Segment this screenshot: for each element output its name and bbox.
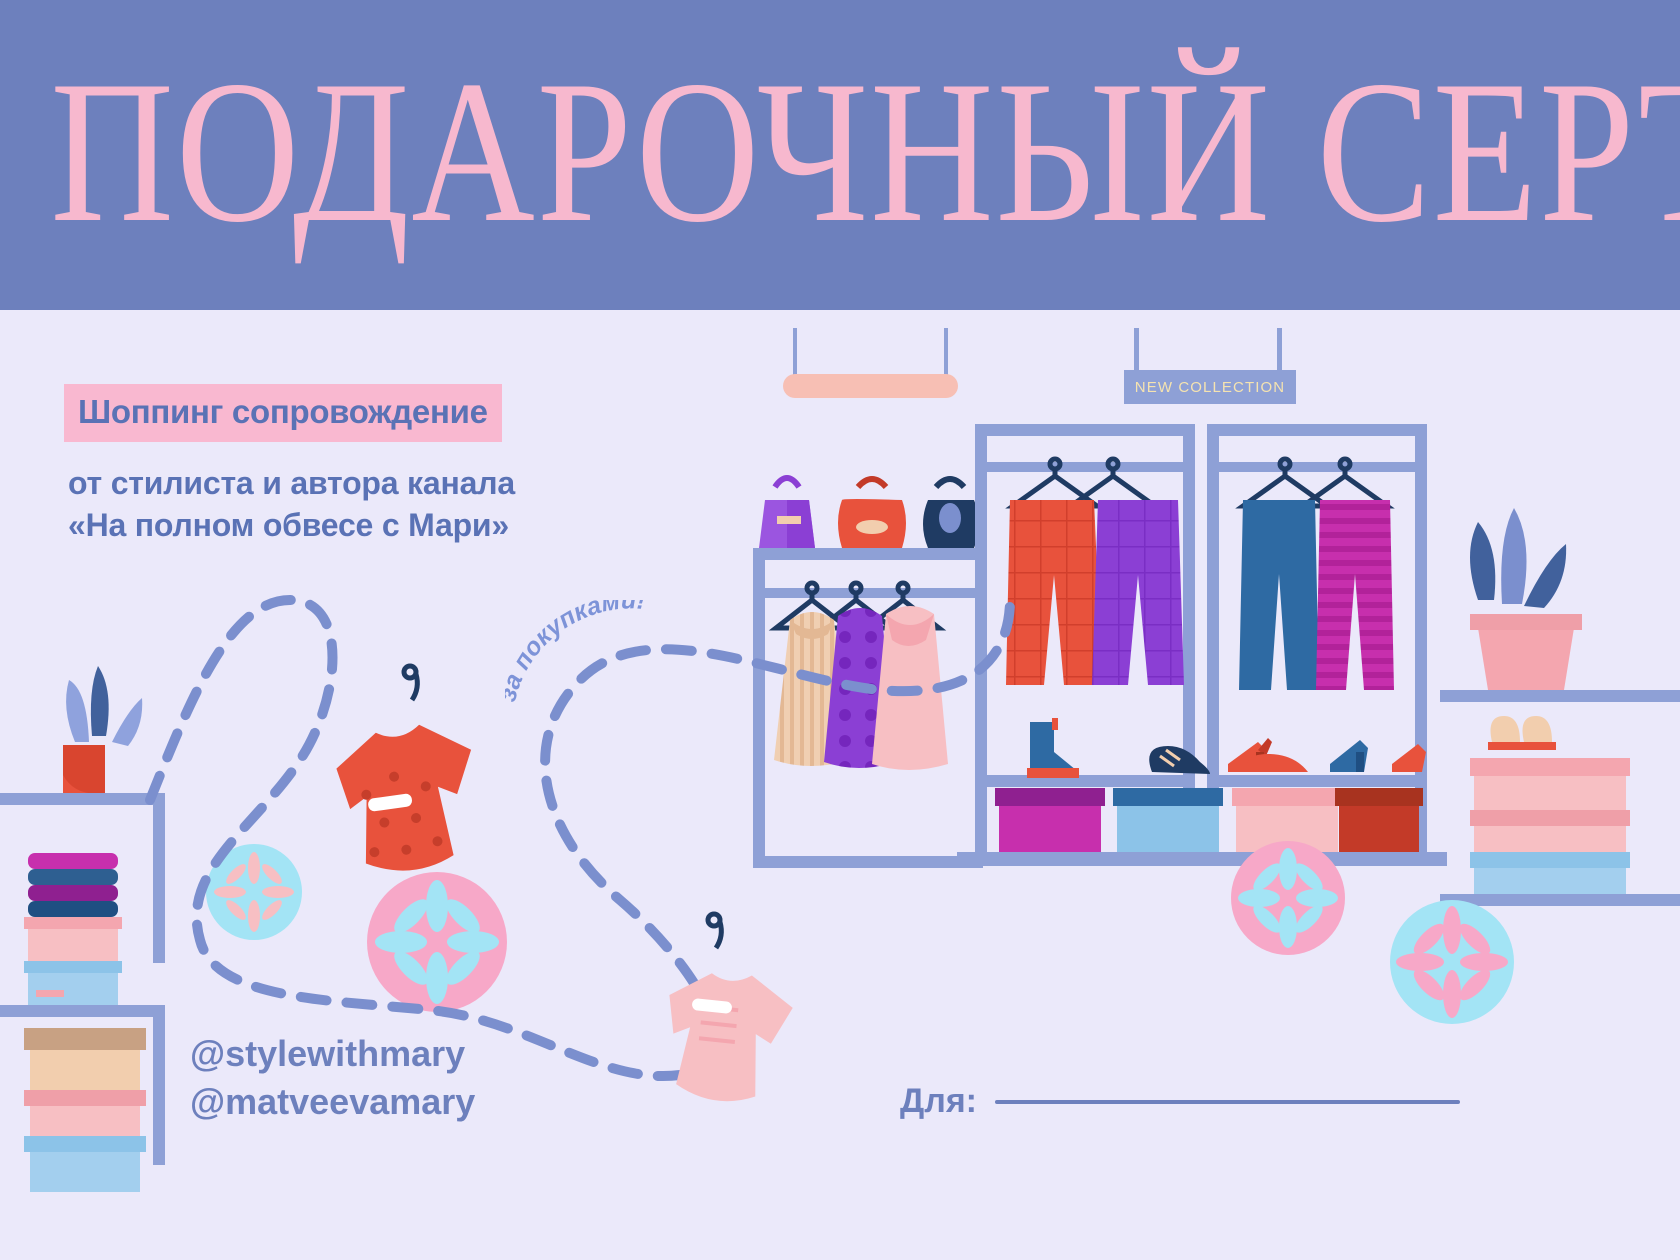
boot-blue bbox=[1027, 718, 1079, 778]
recipient-field: Для: bbox=[900, 1082, 1460, 1121]
decor-circle-blue-small bbox=[206, 844, 302, 940]
ceiling-rail-sign-supports bbox=[1134, 328, 1282, 374]
shoeboxes-bottom-left bbox=[995, 788, 1223, 852]
social-handle-primary[interactable]: @stylewithmary bbox=[190, 1033, 466, 1074]
storage-box-tan bbox=[24, 1028, 146, 1090]
main-wardrobe bbox=[957, 424, 1447, 866]
new-collection-sign: NEW COLLECTION bbox=[1124, 370, 1296, 404]
flying-pink-tshirt bbox=[669, 911, 793, 1102]
potted-plant-left bbox=[63, 666, 143, 794]
potted-plant-right bbox=[1470, 508, 1582, 690]
ceiling-rail-pink bbox=[783, 328, 958, 398]
storage-box-blue bbox=[24, 961, 122, 1005]
shoes-left-shelf bbox=[1027, 718, 1272, 778]
offer-headline: Шоппинг сопровождение bbox=[64, 384, 502, 442]
storage-box-lightblue bbox=[24, 1136, 146, 1192]
recipient-write-line[interactable] bbox=[994, 1099, 1460, 1104]
dashed-route-path bbox=[145, 594, 1015, 1082]
folded-clothes-stack bbox=[28, 853, 118, 917]
page-title: ПОДАРОЧНЫЙ СЕРТИФИКАТ bbox=[50, 39, 1680, 265]
heel-red-right bbox=[1392, 744, 1426, 772]
storage-box-rose bbox=[24, 1090, 146, 1136]
jeans-blue bbox=[1239, 500, 1319, 690]
decor-circle-blue-large bbox=[1390, 900, 1514, 1024]
shoeboxes-bottom-right bbox=[1232, 788, 1423, 852]
offer-description: от стилиста и автора канала «На полном о… bbox=[68, 465, 515, 543]
header-banner bbox=[0, 0, 1680, 310]
storage-box-pink bbox=[24, 917, 122, 961]
flying-red-tshirt bbox=[336, 663, 472, 871]
trousers-red-grid bbox=[1006, 500, 1102, 685]
center-clothes-rack bbox=[753, 475, 985, 868]
offer-headline-wrap: Шоппинг сопровождение bbox=[64, 384, 502, 442]
decor-circle-pink-medium bbox=[1231, 841, 1345, 955]
flat-red bbox=[1246, 754, 1308, 772]
heel-blue bbox=[1330, 740, 1368, 772]
social-handles: @stylewithmary @matveevamary bbox=[190, 1030, 475, 1126]
decor-circle-pink-large bbox=[367, 872, 507, 1012]
sneaker-navy bbox=[1149, 746, 1210, 774]
handbag-red bbox=[838, 476, 906, 548]
new-collection-label: NEW COLLECTION bbox=[1134, 378, 1286, 396]
right-shelf-unit bbox=[1440, 508, 1680, 906]
recipient-label: Для: bbox=[900, 1082, 977, 1120]
left-shelf-unit bbox=[0, 666, 165, 1192]
social-handle-secondary[interactable]: @matveevamary bbox=[190, 1081, 476, 1122]
shoes-right-unit bbox=[1488, 716, 1556, 750]
trousers-purple-grid bbox=[1092, 500, 1184, 685]
storage-boxes-right bbox=[1470, 758, 1630, 894]
shoes-right-shelf bbox=[1246, 740, 1426, 772]
trousers-magenta-striped bbox=[1316, 500, 1394, 690]
handbag-purple bbox=[759, 475, 815, 548]
handbag-navy bbox=[923, 476, 979, 548]
